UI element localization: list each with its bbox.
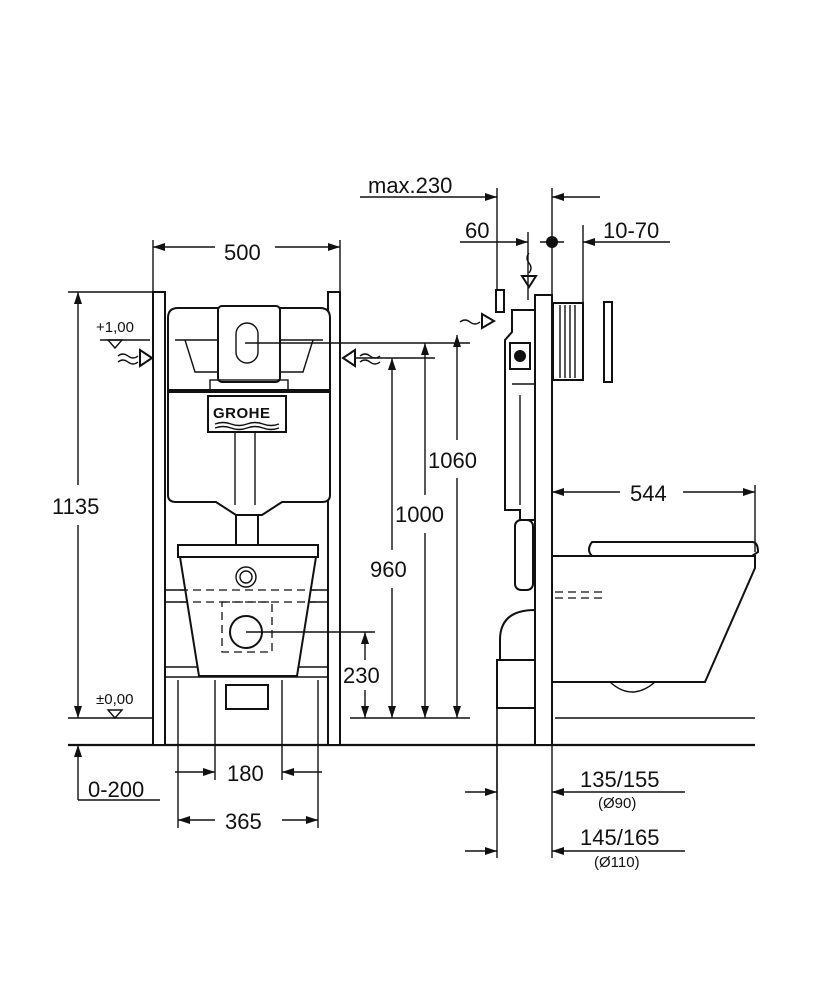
water-inlet-top-icon — [520, 275, 538, 289]
actuator-roller — [552, 302, 584, 381]
frame-post-left — [152, 291, 166, 746]
dim-544: 544 — [630, 481, 667, 506]
dim-1000: 1000 — [395, 502, 444, 527]
toilet-seat-front — [177, 544, 319, 558]
dim-height-1135: 1135 — [52, 494, 99, 519]
dim-135-155-note: (Ø90) — [598, 795, 636, 812]
flush-pipe-side — [514, 519, 534, 591]
side-view: max.230 60 10-70 544 135/155 (Ø90) 145/1… — [360, 173, 760, 871]
dim-width-500: 500 — [224, 240, 261, 265]
inlet-valve — [495, 289, 505, 313]
flush-plate-side — [603, 301, 613, 383]
water-inlet-left-icon — [139, 348, 154, 368]
dim-1060: 1060 — [428, 448, 477, 473]
dim-145-165: 145/165 — [580, 825, 660, 850]
dim-10-70: 10-70 — [603, 218, 659, 243]
dim-230: 230 — [343, 663, 380, 688]
waste-connector — [225, 684, 269, 710]
toilet-seat-side — [588, 541, 760, 557]
frame-side-post — [534, 294, 553, 746]
dim-365: 365 — [225, 809, 262, 834]
dim-135-155: 135/155 — [580, 767, 660, 792]
level-marker-top-icon — [106, 339, 124, 350]
dim-960: 960 — [370, 557, 407, 582]
water-inlet-side-icon — [481, 312, 496, 330]
waste-pipe — [496, 659, 536, 709]
level-bottom: ±0,00 — [96, 691, 133, 708]
dim-60: 60 — [465, 218, 489, 243]
water-inlet-right-icon — [341, 348, 356, 368]
toilet-bowl-side — [551, 555, 756, 683]
level-marker-bottom-icon — [106, 709, 124, 720]
dim-145-165-note: (Ø110) — [594, 854, 640, 871]
level-top: +1,00 — [96, 319, 134, 336]
flush-plate — [217, 305, 281, 383]
grohe-logo: GROHE — [213, 405, 271, 422]
flush-pipe — [235, 514, 259, 546]
dim-max230: max.230 — [368, 173, 452, 198]
dim-0-200: 0-200 — [88, 777, 144, 802]
dim-180: 180 — [227, 761, 264, 786]
front-view: GROHE 500 1135 — [52, 240, 477, 834]
